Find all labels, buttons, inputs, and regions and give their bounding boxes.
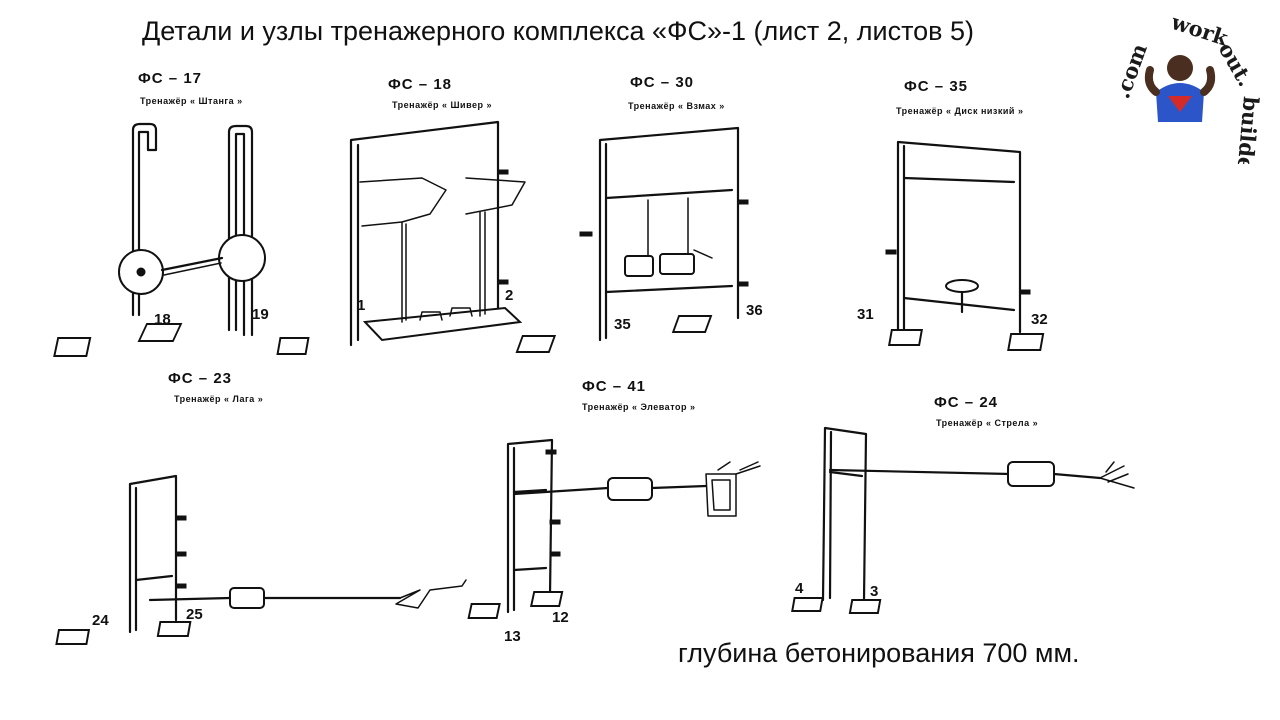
part-number: 19 — [252, 306, 269, 323]
part-number: 2 — [505, 287, 514, 304]
site-logo: work out. builder-ua .com — [1106, 4, 1276, 221]
part-number: 3 — [870, 583, 879, 600]
drawing-fs24 — [791, 426, 1135, 614]
machine-name-fs23: Тренажёр « Лага » — [174, 394, 264, 404]
page-title: Детали и узлы тренажерного комплекса «ФС… — [142, 16, 975, 46]
machine-code-fs24: ФС – 24 — [934, 394, 998, 411]
part-number: 32 — [1031, 311, 1048, 328]
machine-code-fs35: ФС – 35 — [904, 78, 968, 95]
part-number: 1 — [357, 297, 366, 314]
drawing-fs18 — [276, 120, 526, 355]
concreting-depth-note: глубина бетонирования 700 мм. — [678, 638, 1080, 668]
machine-name-fs18: Тренажёр « Шивер » — [392, 100, 492, 110]
machine-code-fs41: ФС – 41 — [582, 378, 646, 395]
drawing-fs35 — [885, 140, 1045, 351]
drawing-fs30 — [515, 126, 749, 353]
part-number: 24 — [92, 612, 109, 629]
drawing-fs23 — [55, 474, 467, 645]
part-number: 36 — [746, 302, 763, 319]
part-number: 4 — [795, 580, 804, 597]
part-number: 35 — [614, 316, 631, 333]
part-number: 13 — [504, 628, 521, 645]
machine-code-fs18: ФС – 18 — [388, 76, 452, 93]
machine-name-fs24: Тренажёр « Стрела » — [936, 418, 1039, 428]
part-number: 12 — [552, 609, 569, 626]
drawing-fs41 — [467, 438, 761, 619]
machine-code-fs17: ФС – 17 — [138, 70, 202, 87]
drawing-fs17 — [53, 122, 266, 357]
part-number: 31 — [857, 306, 874, 323]
logo-emblem: work out. builder-ua .com — [1109, 9, 1264, 221]
machine-name-fs35: Тренажёр « Диск низкий » — [896, 106, 1024, 116]
machine-name-fs17: Тренажёр « Штанга » — [140, 96, 243, 106]
machine-code-fs23: ФС – 23 — [168, 370, 232, 387]
machine-name-fs41: Тренажёр « Элеватор » — [582, 402, 696, 412]
machine-code-fs30: ФС – 30 — [630, 74, 694, 91]
part-number: 25 — [186, 606, 203, 623]
machine-name-fs30: Тренажёр « Взмах » — [628, 101, 725, 111]
